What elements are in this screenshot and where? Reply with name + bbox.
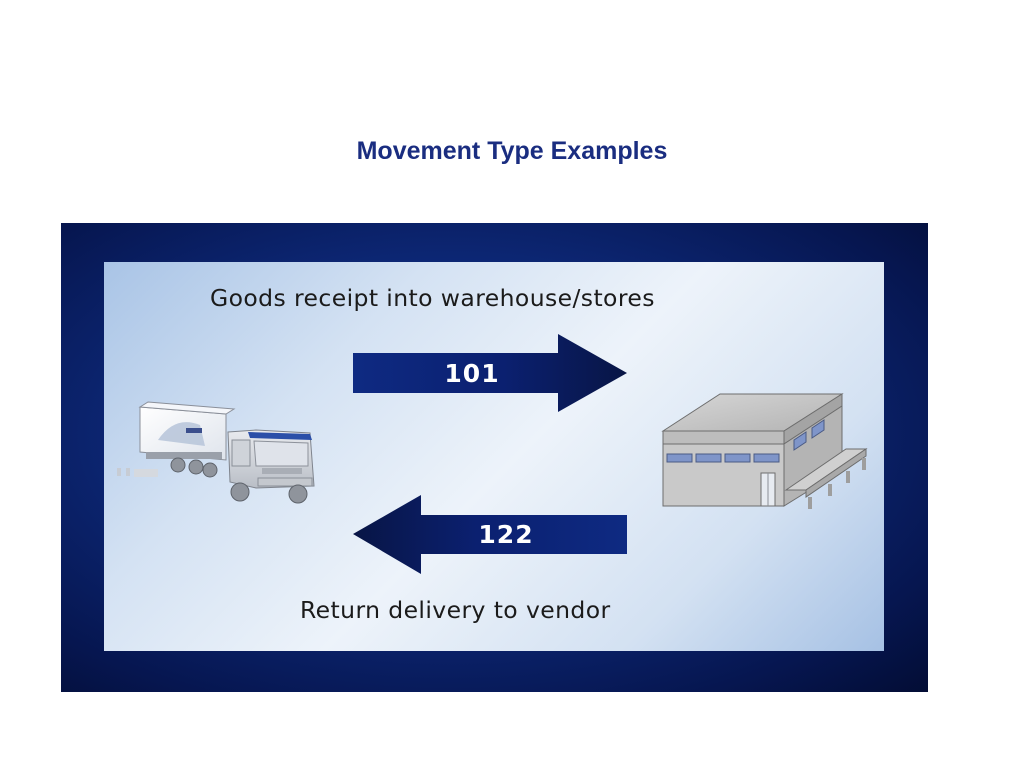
return-delivery-caption: Return delivery to vendor — [300, 596, 611, 624]
goods-receipt-caption: Goods receipt into warehouse/stores — [210, 284, 655, 312]
movement-type-122-label: 122 — [478, 520, 534, 549]
movement-type-101-label: 101 — [444, 359, 500, 388]
warehouse-icon — [661, 393, 868, 509]
slide-title: Movement Type Examples — [356, 137, 668, 165]
truck-icon — [117, 401, 315, 504]
receipt-arrow — [353, 334, 627, 412]
return-arrow — [353, 495, 627, 574]
